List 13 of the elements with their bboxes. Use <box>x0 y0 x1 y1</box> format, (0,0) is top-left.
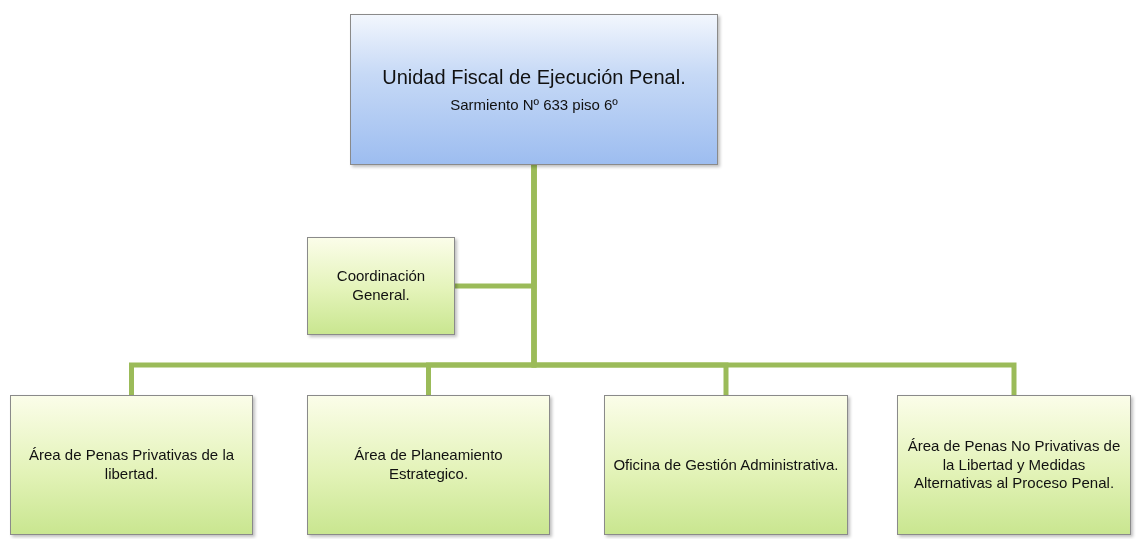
unit-box <box>897 395 1131 535</box>
unit-name: Unidad Fiscal de Ejecución Penal. <box>382 64 686 90</box>
head-unit-box <box>350 14 718 165</box>
unit-box <box>604 395 848 535</box>
unit-box <box>307 395 550 535</box>
unit-box <box>10 395 253 535</box>
unit-name: Área de Penas No Privativas de la Libertad y Medidas Alternativas al Proceso Penal. <box>906 436 1122 494</box>
unit-name: Coordinación General. <box>335 267 427 305</box>
unit-box <box>307 237 455 335</box>
unit-name: Área de Planeamiento Estrategico. <box>353 446 504 484</box>
unit-address: Sarmiento Nº 633 piso 6º <box>450 95 618 115</box>
unit-name: Oficina de Gestión Administrativa. <box>613 455 839 475</box>
unit-name: Área de Penas Privativas de la libertad. <box>27 446 236 484</box>
